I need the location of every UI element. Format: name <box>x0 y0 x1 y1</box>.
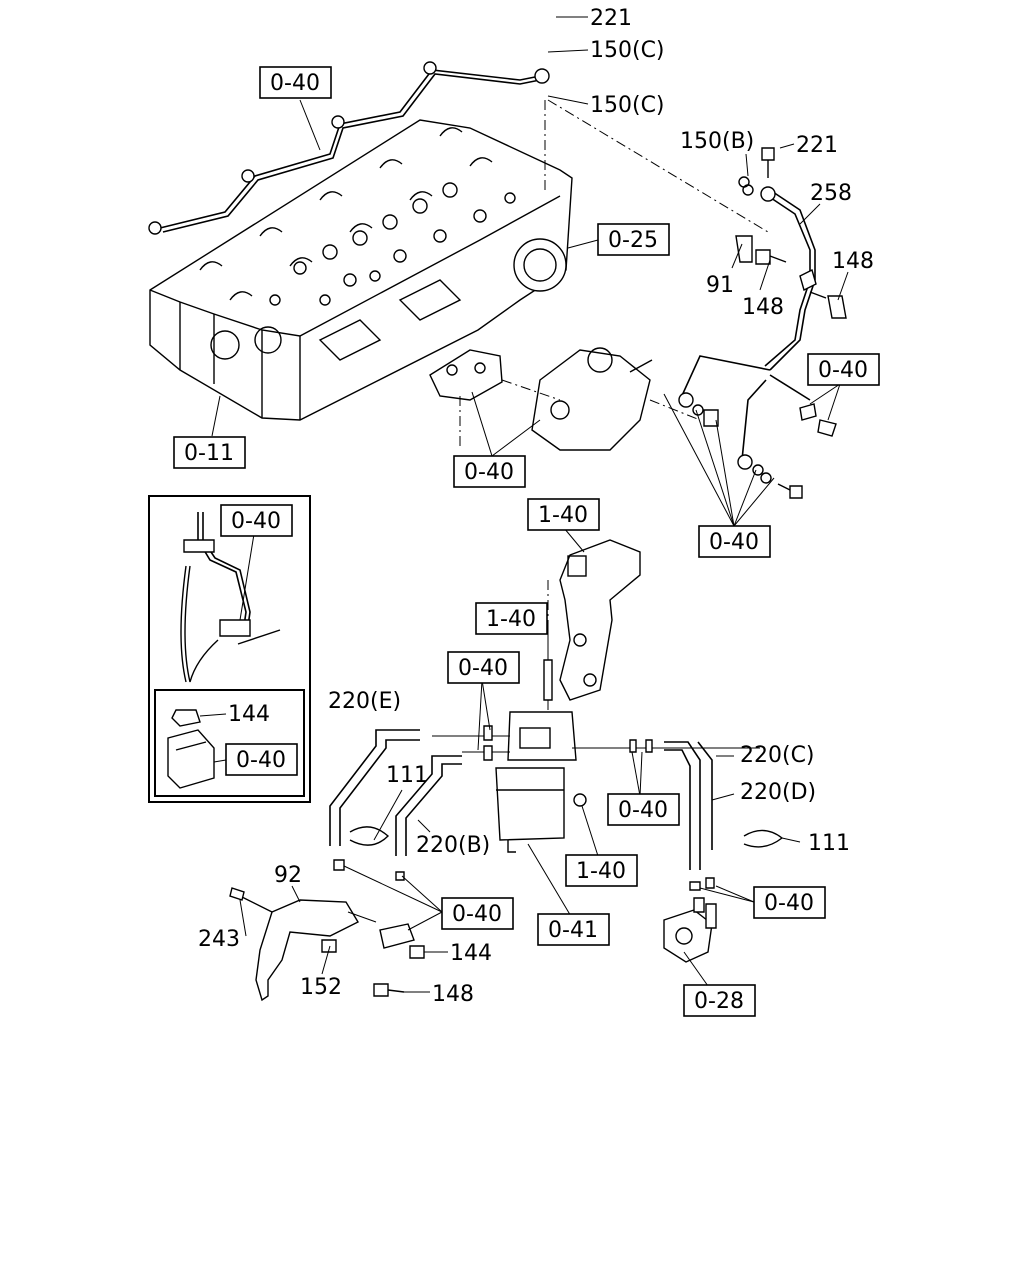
ref-box-0-40-pump: 0-40 <box>453 455 526 488</box>
ref-label: 0-40 <box>764 891 814 916</box>
leader-lines-bottom <box>239 527 801 993</box>
ref-label: 1-40 <box>576 859 626 884</box>
part-label-111-left: 111 <box>386 763 428 788</box>
part-label-150b: 150(B) <box>680 129 754 154</box>
ref-label: 0-40 <box>709 530 759 555</box>
part-label-144-bottom: 144 <box>450 941 492 966</box>
part-label-150c-lower: 150(C) <box>590 93 665 118</box>
part-label-221-top: 221 <box>590 6 632 31</box>
part-label-144-inset: 144 <box>228 702 270 727</box>
ref-label: 0-40 <box>236 748 286 773</box>
ref-label: 0-11 <box>184 441 234 466</box>
ref-box-0-40-inset-pipe: 0-40 <box>220 504 293 537</box>
ref-label: 0-41 <box>548 918 598 943</box>
injection-pump-drawing <box>429 347 653 451</box>
ref-box-0-41: 0-41 <box>537 913 610 946</box>
ref-box-0-40-filter-right: 0-40 <box>607 793 680 826</box>
ref-box-0-40-lines: 0-40 <box>698 525 771 558</box>
part-label-220b: 220(B) <box>416 833 490 858</box>
part-label-148-left: 148 <box>742 295 784 320</box>
part-label-148-bottom: 148 <box>432 982 474 1007</box>
part-label-111-right: 111 <box>808 831 850 856</box>
ref-box-0-40-bottom-right: 0-40 <box>753 886 826 919</box>
ref-label: 0-40 <box>818 358 868 383</box>
ref-box-0-40-filter-left: 0-40 <box>447 651 520 684</box>
ref-box-0-40-right: 0-40 <box>807 353 880 386</box>
part-label-150c-upper: 150(C) <box>590 38 665 63</box>
part-label-221-right: 221 <box>796 133 838 158</box>
ref-label: 0-40 <box>231 509 281 534</box>
cylinder-head-drawing <box>148 61 573 421</box>
ref-label: 0-28 <box>694 989 744 1014</box>
ref-label: 0-40 <box>464 460 514 485</box>
ref-box-1-40-filter: 1-40 <box>565 854 638 887</box>
part-label-92: 92 <box>274 863 302 888</box>
part-label-152: 152 <box>300 975 342 1000</box>
ref-label: 0-40 <box>452 902 502 927</box>
fuel-filter-drawing <box>432 711 760 853</box>
ref-box-1-40-bracket-top: 1-40 <box>527 498 600 531</box>
water-separator-drawing <box>663 897 717 963</box>
part-label-243: 243 <box>198 927 240 952</box>
ref-box-0-11: 0-11 <box>173 436 246 469</box>
ref-label: 1-40 <box>486 607 536 632</box>
ref-label: 0-40 <box>458 656 508 681</box>
ref-label: 1-40 <box>538 503 588 528</box>
filter-bracket-drawing <box>543 539 641 720</box>
ref-label: 0-25 <box>608 228 658 253</box>
leader-lines-top <box>211 16 849 527</box>
ref-box-0-40-bottom-left: 0-40 <box>441 897 514 930</box>
ref-box-0-25: 0-25 <box>597 223 670 256</box>
part-label-220e: 220(E) <box>328 689 401 714</box>
ref-box-0-40-inset-clip: 0-40 <box>225 743 298 776</box>
part-label-220c: 220(C) <box>740 743 815 768</box>
fuel-hoses-drawing <box>329 725 784 891</box>
part-label-148-right: 148 <box>832 249 874 274</box>
leak-off-pipe-drawing <box>544 99 847 499</box>
ref-box-1-40-bracket-mid: 1-40 <box>475 602 548 635</box>
ref-label: 0-40 <box>270 71 320 96</box>
ref-box-0-40-top: 0-40 <box>259 66 332 99</box>
part-label-258: 258 <box>810 181 852 206</box>
part-label-91: 91 <box>706 273 734 298</box>
ref-label: 0-40 <box>618 798 668 823</box>
part-label-220d: 220(D) <box>740 780 816 805</box>
lower-bracket-drawing <box>229 887 425 1002</box>
ref-box-0-28: 0-28 <box>683 984 756 1017</box>
